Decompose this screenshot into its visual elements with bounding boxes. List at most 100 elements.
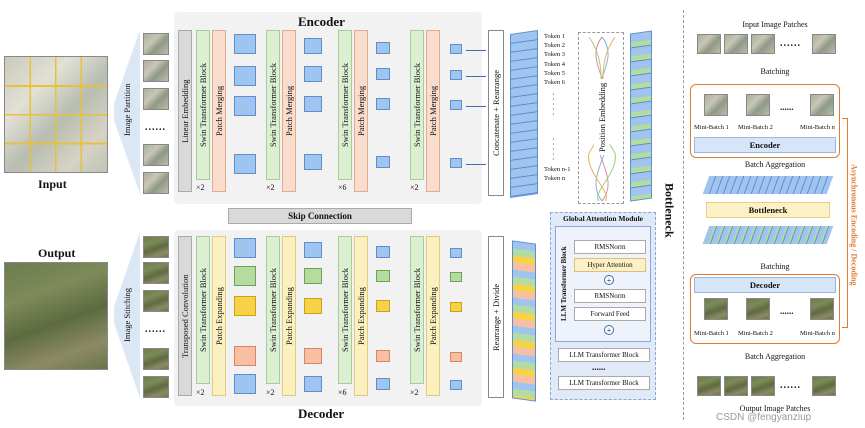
feature-block (304, 268, 322, 284)
right-bottleneck-label: Bottleneck (748, 205, 788, 215)
section-divider (683, 10, 684, 420)
feature-block (450, 100, 462, 110)
decoded-token-stack (512, 240, 536, 402)
feature-block (376, 246, 390, 258)
output-patch-thumb (143, 290, 169, 312)
residual-add-icon: + (604, 325, 614, 335)
position-embedding-label: Position Embedding (594, 79, 610, 155)
output-label: Output (38, 246, 76, 260)
feature-block (450, 352, 462, 362)
patch-thumb (751, 376, 775, 396)
repeat-badge: ×6 (338, 388, 347, 397)
residual-add-icon: + (604, 275, 614, 285)
feature-block (450, 380, 462, 390)
input-patch-thumb (143, 33, 169, 55)
patch-merging-bar: Patch Merging (426, 30, 440, 192)
skip-connection-bar: Skip Connection (228, 208, 412, 224)
patch-thumb (812, 376, 836, 396)
feature-block (234, 374, 256, 394)
patch-thumb (697, 376, 721, 396)
position-embedding-box: Position Embedding (578, 32, 624, 204)
mini-batch-thumb (704, 94, 728, 116)
right-encoder-box: Encoder (694, 137, 836, 153)
rmsnorm-box: RMSNorm (574, 240, 646, 254)
feature-block (234, 154, 256, 174)
embedded-token-stack (630, 30, 652, 202)
feature-block (450, 70, 462, 80)
mini-batch-thumb (704, 298, 728, 320)
right-decoder-label: Decoder (749, 280, 781, 290)
mini-batch-label: Mini-Batch 1 (694, 124, 729, 131)
swin-block-bar: Swin Transformer Block (410, 30, 424, 180)
feature-block (234, 34, 256, 54)
repeat-badge: ×2 (410, 388, 419, 397)
forward-feed-box: Forward Feed (574, 307, 646, 321)
token-stack (510, 30, 538, 198)
mini-batch-label: Mini-Batch 2 (738, 330, 773, 337)
llm-block-1: LLM Transformer Block (558, 348, 650, 362)
skip-connection-label: Skip Connection (288, 211, 352, 221)
input-patch-thumb (143, 172, 169, 194)
feature-block (450, 44, 462, 54)
patch-thumb (751, 34, 775, 54)
mini-batch-label: Mini-Batch n (800, 330, 835, 337)
input-image (4, 56, 108, 173)
feature-block (450, 272, 462, 282)
output-patch-thumb (143, 348, 169, 370)
decoder-async-group (690, 274, 840, 344)
llm-block-2: LLM Transformer Block (558, 376, 650, 390)
token-label: Token 5 (544, 69, 566, 77)
swin-block-bar: Swin Transformer Block (338, 30, 352, 180)
ellipsis: ...... (145, 324, 166, 335)
feature-block (234, 296, 256, 316)
feature-block (304, 66, 322, 82)
batch-aggregation-label-2: Batch Aggregation (744, 352, 806, 361)
feature-block (376, 42, 390, 54)
feature-block (234, 66, 256, 86)
repeat-badge: ×6 (338, 183, 347, 192)
patch-thumb (812, 34, 836, 54)
decoder-title: Decoder (298, 406, 345, 421)
feature-block (304, 376, 322, 392)
image-partition-label: Image Partition (122, 83, 132, 137)
output-image (4, 262, 108, 370)
feature-block (450, 248, 462, 258)
rmsnorm-box-2: RMSNorm (574, 289, 646, 303)
connector-arrow (466, 50, 486, 51)
rearrange-divide-bar: Rearrange + Divide (488, 236, 504, 398)
output-patch-thumb (143, 376, 169, 398)
mini-batch-thumb (810, 298, 834, 320)
token-label: Token n-1 (544, 166, 571, 173)
feature-block (376, 156, 390, 168)
mini-batch-label: Mini-Batch 2 (738, 124, 773, 131)
swin-block-bar: Swin Transformer Block (266, 236, 280, 384)
connector-arrow (466, 106, 486, 107)
token-label: Token 4 (544, 60, 566, 68)
swin-block-bar: Swin Transformer Block (338, 236, 352, 384)
mini-batch-thumb (810, 94, 834, 116)
ellipsis: ...... (780, 380, 801, 391)
patch-thumb (724, 34, 748, 54)
patch-thumb (697, 34, 721, 54)
repeat-badge: ×2 (266, 388, 275, 397)
feature-block (376, 350, 390, 362)
feature-block (376, 98, 390, 110)
input-patch-thumb (143, 60, 169, 82)
gam-title: Global Attention Module (562, 214, 643, 223)
feature-block (304, 38, 322, 54)
token-label: Token 1 (544, 33, 566, 40)
feature-block (304, 96, 322, 112)
right-encoder-label: Encoder (749, 140, 781, 150)
patch-expanding-bar: Patch Expanding (354, 236, 368, 396)
repeat-badge: ×2 (410, 183, 419, 192)
token-label: Token 6 (544, 79, 566, 87)
repeat-badge: ×2 (196, 183, 205, 192)
ellipsis: ...... (780, 306, 794, 316)
right-bottleneck-box: Bottleneck (706, 202, 830, 218)
swin-block-bar: Swin Transformer Block (266, 30, 280, 180)
mini-batch-label: Mini-Batch 1 (694, 330, 729, 337)
ellipsis: ...... (780, 102, 794, 112)
aggregated-token-bar (702, 176, 834, 194)
batching-label-2: Batching (760, 262, 790, 271)
async-bracket (842, 118, 848, 328)
